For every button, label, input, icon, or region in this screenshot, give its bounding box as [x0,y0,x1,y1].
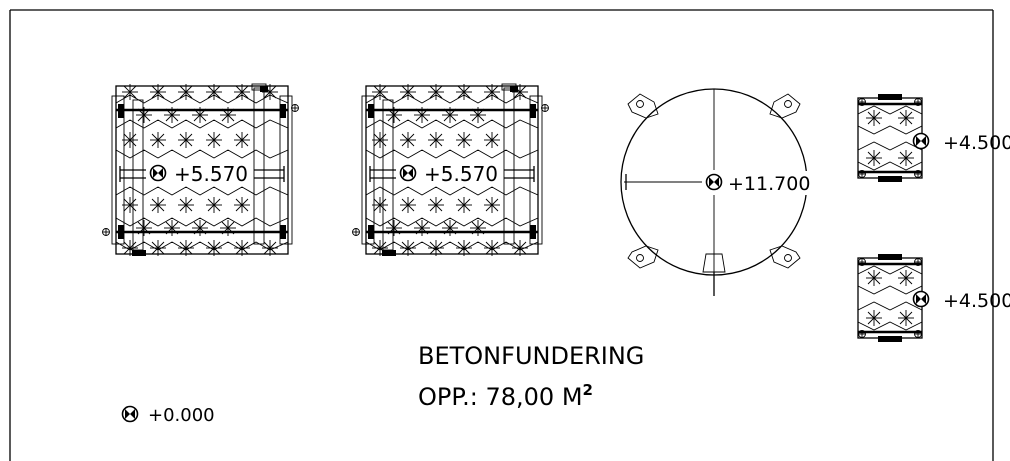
small-foundation-bottom [857,254,923,342]
level-marker-icon [705,173,723,191]
level-label-small-bottom: +4.500 [943,290,1010,312]
level-label-small-top: +4.500 [943,132,1010,154]
small-foundation-top [857,94,923,182]
level-label-tank: +11.700 [728,173,810,195]
lattice-foundation-1 [102,83,299,257]
level-label-ground: +0.000 [148,405,215,426]
level-marker-unit2 [396,160,500,186]
level-marker-unit1 [146,160,250,186]
lattice-foundation-2 [352,83,549,257]
level-marker-icon [912,132,930,150]
level-marker-icon [912,290,930,308]
level-marker-icon [149,164,167,182]
level-marker-icon [399,164,417,182]
level-label-unit2: +5.570 [424,162,498,186]
level-label-unit1: +5.570 [174,162,248,186]
drawing-border [9,9,994,461]
area-exponent: 2 [583,381,593,399]
level-marker-icon [121,405,139,423]
level-marker-tank [703,171,813,195]
area-label: OPP.: 78,00 M2 [418,381,593,411]
foundation-title: BETONFUNDERING [418,342,644,370]
